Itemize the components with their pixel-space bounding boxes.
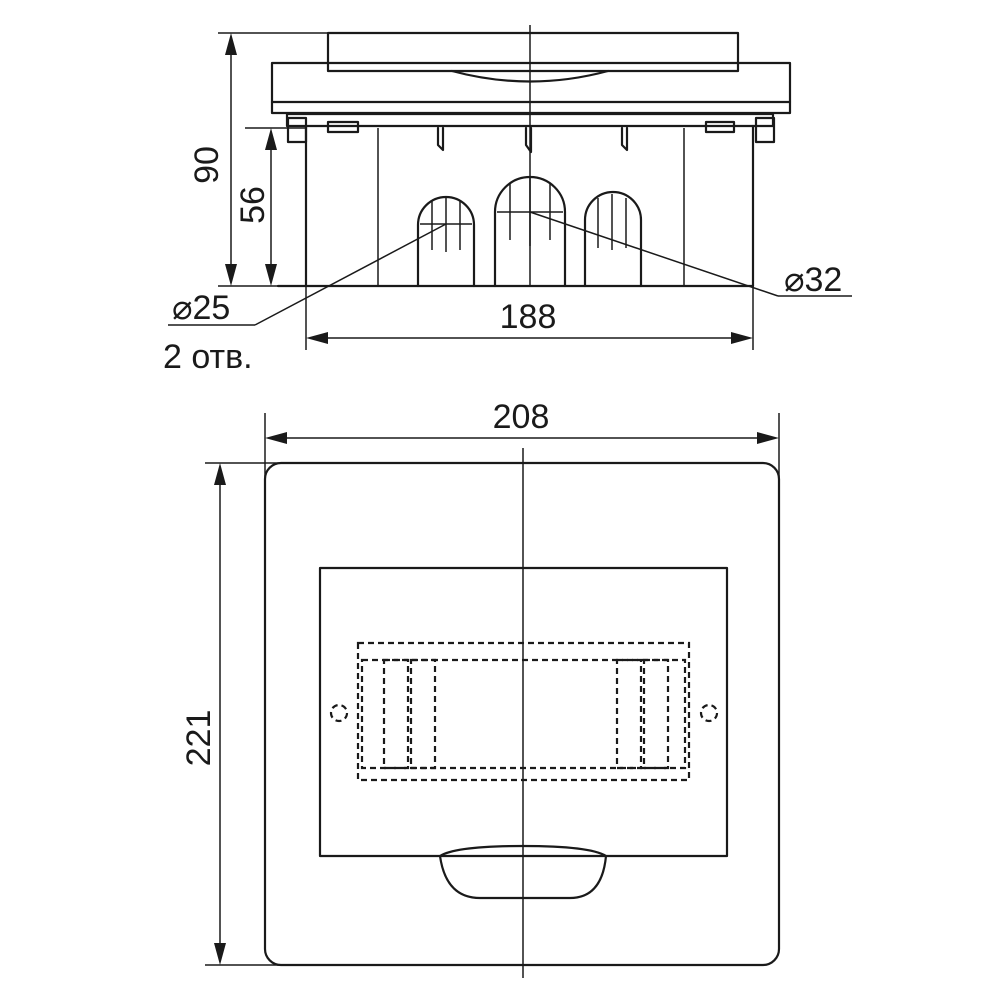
dimension-188-label: 188: [500, 298, 557, 336]
door-handle: [438, 844, 608, 900]
dimension-208-label: 208: [493, 398, 550, 436]
dimension-56-label: 56: [234, 186, 272, 224]
hole-d32-label: ⌀32: [784, 261, 842, 299]
clip-left: [326, 120, 360, 134]
module-slot: [642, 658, 670, 770]
dimension-56: 56: [234, 127, 306, 286]
dimension-221-label: 221: [180, 710, 218, 767]
leader-d32: ⌀32: [529, 211, 852, 299]
front-view: 208 221: [180, 398, 781, 978]
screw-hole-right: [699, 703, 719, 723]
dimension-90-label: 90: [188, 146, 226, 184]
hole-d25-label: ⌀25: [172, 289, 230, 327]
dimension-221: 221: [180, 462, 280, 966]
module-slot: [409, 658, 437, 770]
latch-left: [286, 116, 308, 144]
outer-frame: [263, 461, 781, 967]
rib: [524, 126, 533, 154]
leader-d25: ⌀25 2 отв.: [163, 223, 447, 376]
latch-right: [754, 116, 776, 144]
lid-top: [326, 31, 740, 73]
module-slot: [382, 658, 410, 770]
dimension-90: 90: [188, 32, 328, 287]
dimension-208: 208: [264, 398, 780, 485]
rib: [620, 126, 629, 152]
knockout-right: [583, 190, 643, 288]
hole-count-label: 2 отв.: [163, 338, 253, 376]
clip-right: [704, 120, 736, 134]
dimension-188: 188: [305, 286, 754, 350]
knockout-left: [416, 195, 476, 288]
module-slot: [615, 658, 643, 770]
screw-hole-left: [329, 703, 349, 723]
rib: [436, 126, 445, 152]
side-view: 90 56 188 ⌀25 2 отв.: [163, 25, 852, 376]
